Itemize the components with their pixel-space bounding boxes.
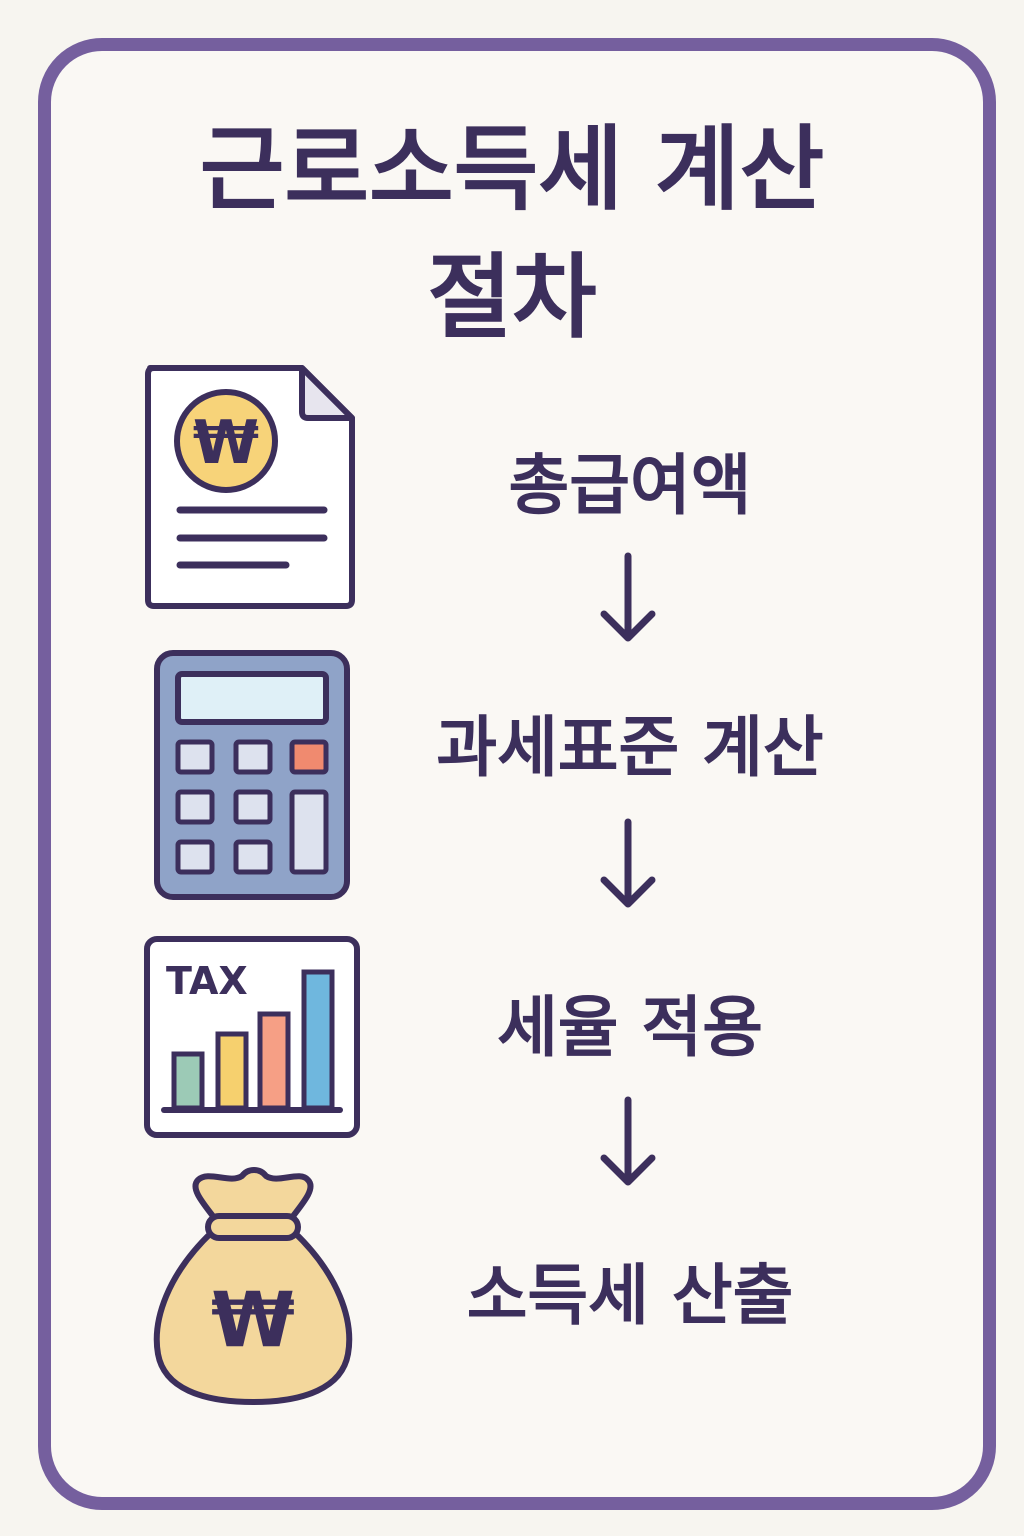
won-document-icon: ₩ bbox=[145, 365, 355, 609]
won-symbol: ₩ bbox=[193, 408, 259, 478]
title-line-2: 절차 bbox=[427, 244, 597, 351]
money-bag-icon: ₩ bbox=[153, 1167, 353, 1405]
down-arrow-icon bbox=[600, 818, 656, 908]
step-apply-tax-rate: 세율 적용 bbox=[497, 989, 763, 1066]
tax-bar-chart-icon: TAX bbox=[144, 936, 360, 1138]
step-total-salary: 총급여액 bbox=[508, 447, 752, 524]
title-line-1: 근로소득세 계산 bbox=[199, 116, 825, 223]
calculator-icon bbox=[154, 650, 350, 900]
step-tax-base-calculation: 과세표준 계산 bbox=[436, 709, 824, 786]
tax-label: TAX bbox=[166, 959, 248, 1003]
won-symbol: ₩ bbox=[211, 1275, 295, 1364]
down-arrow-icon bbox=[600, 552, 656, 642]
step-income-tax-result: 소득세 산출 bbox=[466, 1257, 794, 1334]
down-arrow-icon bbox=[600, 1096, 656, 1186]
